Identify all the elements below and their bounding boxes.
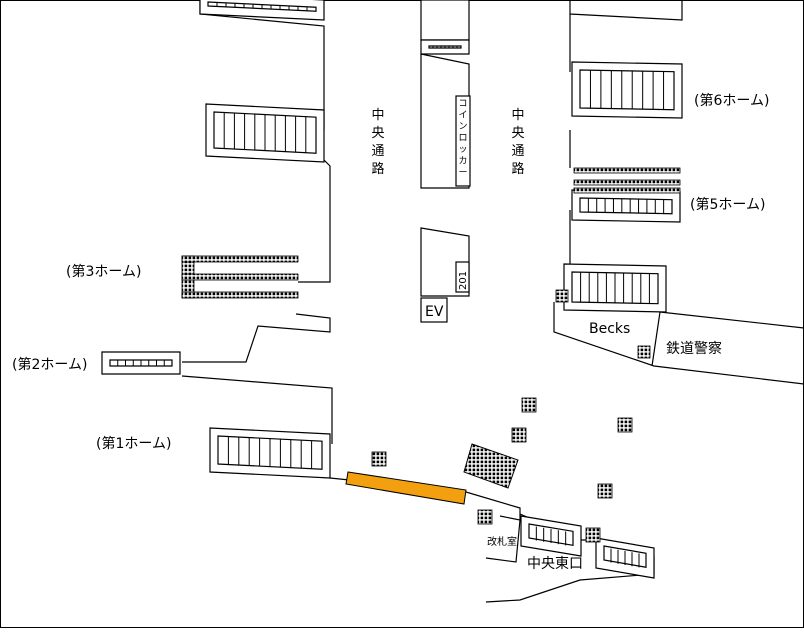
tactile-patch bbox=[511, 427, 527, 443]
stair-block bbox=[209, 427, 331, 479]
railway-police-label: 鉄道警察 bbox=[666, 340, 722, 357]
tactile-patch bbox=[181, 291, 299, 299]
room-201-box bbox=[455, 261, 470, 293]
tactile-patch bbox=[573, 179, 681, 186]
cp-left-char: 中 bbox=[371, 108, 384, 123]
tactile-patch bbox=[477, 509, 493, 525]
tactile-patch bbox=[617, 417, 633, 433]
coin-locker-char: カ bbox=[458, 156, 467, 167]
tactile-patch bbox=[637, 345, 651, 359]
coin-locker-char: ッ bbox=[458, 145, 467, 155]
highlight-marker[interactable] bbox=[345, 471, 467, 505]
elevator-box[interactable] bbox=[420, 297, 448, 323]
tactile-patch-large bbox=[463, 443, 519, 489]
cp-left-char: 央 bbox=[371, 126, 384, 141]
coin-locker-char: コ bbox=[458, 99, 467, 109]
wall-lower-left bbox=[181, 375, 333, 444]
tactile-patch bbox=[597, 483, 613, 499]
becks-label: Becks bbox=[589, 321, 630, 337]
stair-block bbox=[520, 515, 582, 557]
platform5-label: (第5ホーム) bbox=[690, 196, 765, 213]
tactile-patch bbox=[573, 187, 681, 194]
stairs-icon bbox=[101, 0, 683, 579]
coin-locker-box bbox=[455, 95, 471, 187]
center-block-top bbox=[420, 0, 470, 41]
cp-left-char: 通 bbox=[371, 144, 384, 159]
tactile-patch bbox=[585, 527, 601, 543]
room-201-label: 201 bbox=[458, 271, 469, 290]
wall-mid-left bbox=[298, 159, 331, 283]
stair-block bbox=[205, 103, 325, 163]
wall-right-police-side bbox=[651, 311, 661, 367]
cp-right-char: 路 bbox=[511, 161, 524, 177]
tactile-patch bbox=[181, 273, 299, 281]
wall-right-becks bbox=[553, 302, 804, 385]
wall-left-platform2 bbox=[182, 313, 331, 363]
central-east-exit-label: 中央東口 bbox=[527, 556, 583, 572]
wall-upper-right bbox=[569, 0, 683, 21]
stair-block bbox=[571, 61, 683, 119]
tactile-patch bbox=[573, 167, 681, 174]
cp-right-char: 中 bbox=[511, 108, 524, 123]
platform1-label: (第1ホーム) bbox=[96, 435, 171, 452]
platform6-label: (第6ホーム) bbox=[694, 92, 769, 109]
tactile-patch bbox=[181, 255, 299, 263]
elevator-label: EV bbox=[425, 304, 444, 320]
ticket-office-label: 改札室 bbox=[487, 535, 517, 548]
platform2-label: (第2ホーム) bbox=[12, 356, 87, 373]
stair-block bbox=[101, 351, 181, 375]
stair-block bbox=[563, 263, 667, 313]
tactile-patch bbox=[555, 289, 569, 303]
stair-block bbox=[571, 189, 681, 223]
tactile-patch bbox=[521, 397, 537, 413]
wall-right-police-top bbox=[659, 311, 804, 329]
coin-locker-char: ー bbox=[458, 168, 467, 178]
tactile-patch bbox=[371, 451, 387, 467]
ticket-office-wall bbox=[485, 515, 521, 563]
stair-block bbox=[199, 0, 325, 21]
coin-locker-char: イ bbox=[458, 111, 467, 121]
cp-right-char: 通 bbox=[511, 144, 524, 159]
stair-block bbox=[595, 537, 655, 579]
platform3-label: (第3ホーム) bbox=[66, 263, 141, 280]
tactile-paving-icon bbox=[181, 167, 681, 543]
coin-locker-char: ン bbox=[458, 122, 467, 132]
stair-block bbox=[420, 39, 470, 55]
cp-right-char: 央 bbox=[511, 126, 524, 141]
coin-locker-char: ロ bbox=[458, 134, 467, 144]
cp-left-char: 路 bbox=[371, 161, 384, 177]
